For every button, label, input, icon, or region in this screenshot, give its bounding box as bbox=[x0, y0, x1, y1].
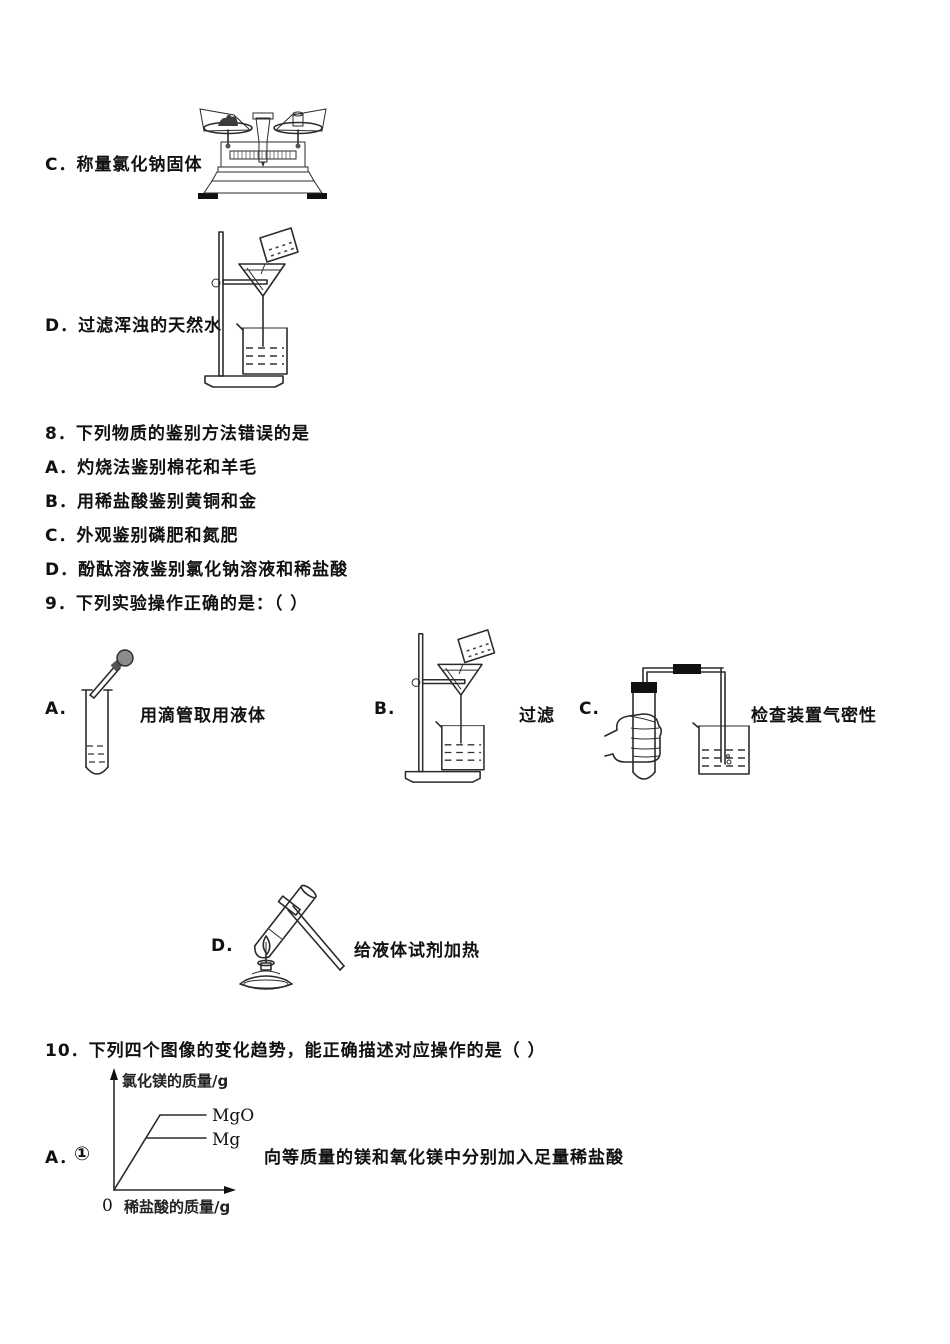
question-9-stem: 9．下列实验操作正确的是：（ ） bbox=[45, 594, 309, 614]
graph-xlabel: 稀盐酸的质量/g bbox=[124, 1198, 230, 1216]
balance-scale-icon bbox=[188, 100, 338, 202]
graph-origin-label: 0 bbox=[102, 1196, 113, 1216]
question-9-option-b-letter: B. bbox=[374, 699, 396, 719]
question-9-option-d-letter: D. bbox=[211, 936, 234, 956]
question-9-option-c-letter: C. bbox=[579, 699, 600, 719]
dropper-test-tube-icon bbox=[66, 645, 144, 787]
question-8-stem: 8．下列物质的鉴别方法错误的是 bbox=[45, 424, 310, 444]
question-8-option-d: D．酚酞溶液鉴别氯化钠溶液和稀盐酸 bbox=[45, 560, 349, 580]
graph-series-mgo-label: MgO bbox=[212, 1106, 254, 1126]
question-10-option-a-letter: A． bbox=[45, 1148, 78, 1168]
question-8-option-b: B．用稀盐酸鉴别黄铜和金 bbox=[45, 492, 257, 512]
question-9-option-b-caption: 过滤 bbox=[519, 706, 555, 726]
question-10-option-a-description: 向等质量的镁和氧化镁中分别加入足量稀盐酸 bbox=[264, 1148, 624, 1168]
filtration-apparatus-b-icon bbox=[403, 628, 496, 786]
gas-tightness-apparatus-icon bbox=[603, 656, 753, 791]
question-8-option-c: C．外观鉴别磷肥和氮肥 bbox=[45, 526, 239, 546]
question-9-option-d-caption: 给液体试剂加热 bbox=[354, 941, 480, 961]
graph-ylabel: 氯化镁的质量/g bbox=[122, 1072, 228, 1090]
question-8-option-a: A．灼烧法鉴别棉花和羊毛 bbox=[45, 458, 258, 478]
question-10-stem: 10．下列四个图像的变化趋势，能正确描述对应操作的是（ ） bbox=[45, 1041, 546, 1061]
filtration-apparatus-icon bbox=[203, 226, 299, 391]
graph-series-mg-label: Mg bbox=[212, 1130, 240, 1150]
question-9-option-c-caption: 检查装置气密性 bbox=[751, 706, 877, 726]
option-c-weigh-nacl-label: C．称量氯化钠固体 bbox=[45, 155, 203, 175]
question-10-option-a-circled-number: ① bbox=[74, 1143, 92, 1165]
mgcl2-mass-line-graph: 氯化镁的质量/g MgO Mg 0 稀盐酸的质量/g bbox=[90, 1062, 275, 1227]
question-9-option-a-letter: A. bbox=[45, 699, 67, 719]
option-d-filter-water-label: D．过滤浑浊的天然水 bbox=[45, 316, 223, 336]
question-9-option-a-caption: 用滴管取用液体 bbox=[140, 706, 266, 726]
heating-test-tube-icon bbox=[236, 876, 348, 992]
